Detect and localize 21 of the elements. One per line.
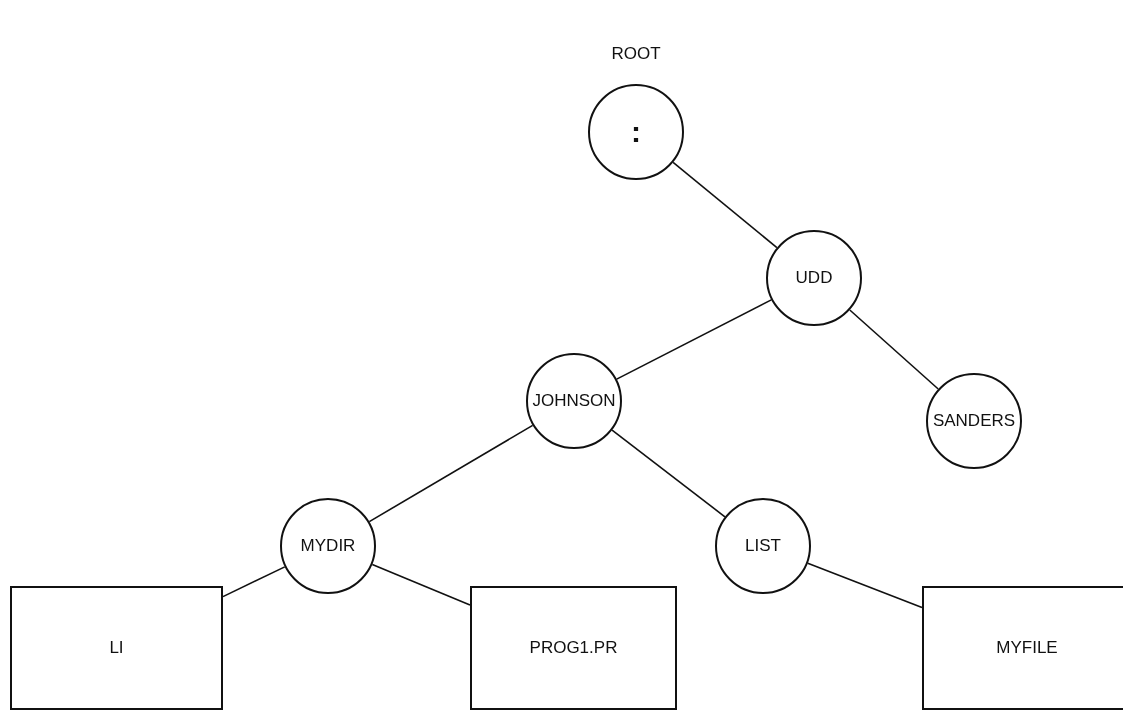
connector-line — [368, 424, 534, 523]
node-label: MYFILE — [996, 638, 1058, 658]
connector-line — [371, 563, 471, 606]
node-label: SANDERS — [932, 411, 1016, 431]
node-label: LI — [109, 638, 124, 658]
connector-line — [806, 562, 923, 609]
file-box — [470, 586, 677, 710]
file-box — [922, 586, 1123, 710]
node-label: UDD — [795, 268, 833, 288]
node-label: MYDIR — [300, 536, 356, 556]
connector-line — [611, 429, 726, 518]
node-heading: ROOT — [611, 44, 661, 64]
node-label: : — [631, 117, 641, 147]
node-label: PROG1.PR — [529, 638, 618, 658]
connector-line — [222, 566, 286, 598]
connector-line — [615, 299, 773, 380]
connector-line — [672, 161, 778, 249]
connector-line — [849, 309, 939, 390]
file-box — [10, 586, 223, 710]
node-label: LIST — [745, 536, 781, 556]
node-label: JOHNSON — [532, 391, 616, 411]
